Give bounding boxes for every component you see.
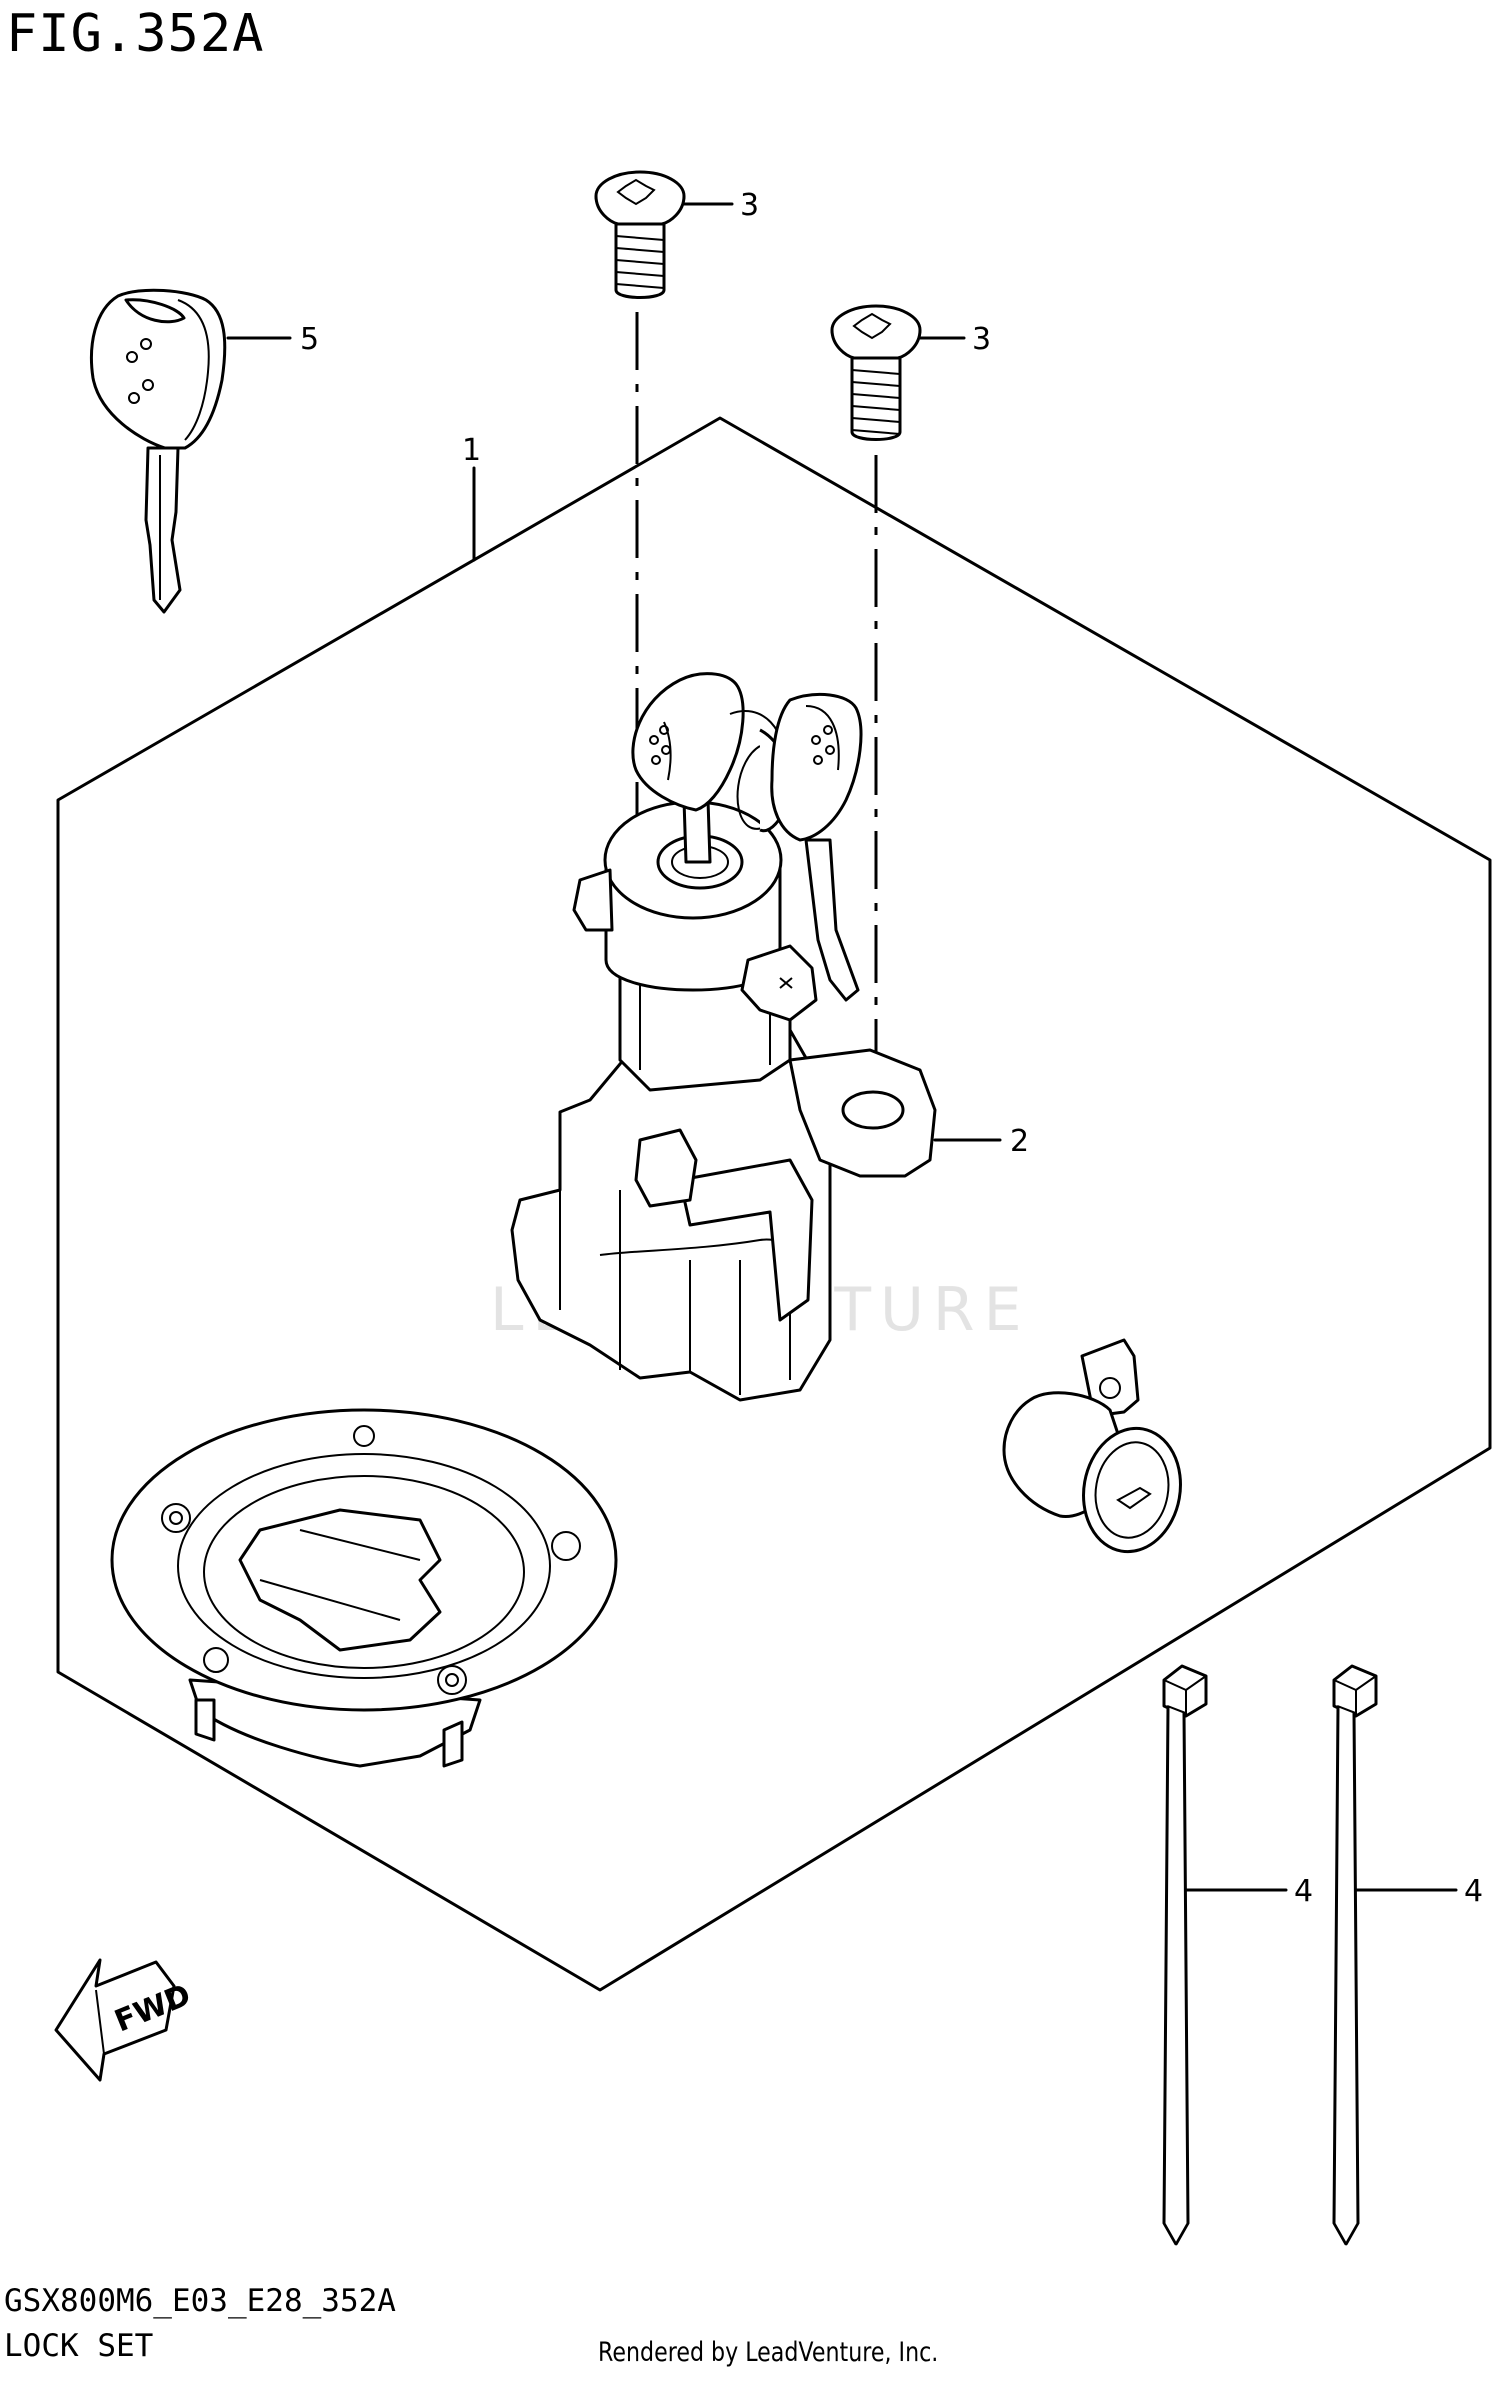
section-name: LOCK SET <box>4 2328 154 2364</box>
cable-tie-left-part <box>1162 1664 1208 2246</box>
lock-set-assembly-outline <box>56 416 1492 1992</box>
key-part <box>89 288 227 614</box>
render-credit: Rendered by LeadVenture, Inc. <box>598 2337 939 2368</box>
callout-4b: 4 <box>1464 1874 1483 1909</box>
ignition-switch-part <box>510 672 937 1402</box>
figure-title: FIG.352A <box>6 4 265 64</box>
forward-direction-arrow: FWD <box>54 1958 196 2082</box>
screw-left-part <box>594 170 686 299</box>
callout-1: 1 <box>462 433 481 468</box>
callout-5: 5 <box>300 322 319 357</box>
model-code: GSX800M6_E03_E28_352A <box>4 2283 396 2319</box>
callout-3b: 3 <box>972 322 991 357</box>
callout-2: 2 <box>1010 1124 1029 1159</box>
screw-right-part <box>830 304 922 441</box>
cable-tie-right-part <box>1332 1664 1378 2246</box>
fuel-cap-part <box>110 1408 618 1768</box>
callout-4a: 4 <box>1294 1874 1313 1909</box>
seat-lock-cylinder-part <box>1002 1338 1182 1554</box>
callout-3a: 3 <box>740 188 759 223</box>
